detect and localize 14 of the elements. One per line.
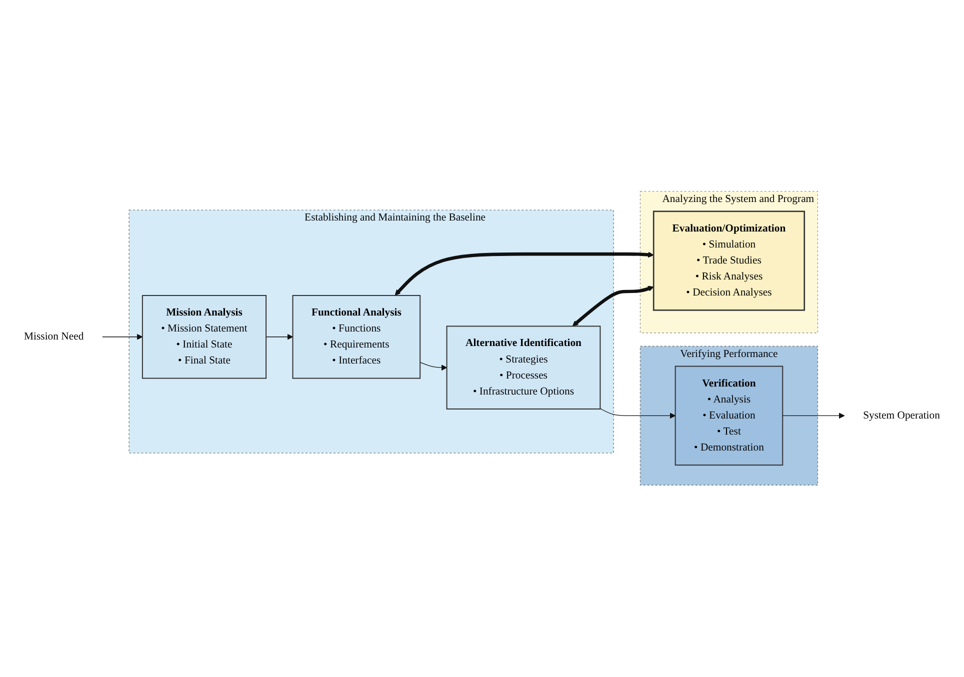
node-box: Evaluation/Optimization • Simulation • Trade Studies • Risk Analyses • Decision Analyses: [652, 210, 806, 312]
arrow: [394, 252, 654, 296]
node-text: Mission Need: [24, 331, 84, 342]
arrow: [102, 334, 143, 340]
node-box: Functional Analysis • Functions • Requirements • Interfaces: [292, 295, 421, 380]
arrow: [600, 408, 676, 419]
node-box: Mission Analysis • Mission Statement • Initial State • Final State: [142, 295, 267, 380]
arrow: [420, 362, 448, 371]
arrow: [572, 286, 654, 327]
node-box: Verification • Analysis • Evaluation • Test • Demonstration: [674, 366, 784, 466]
arrow: [782, 413, 845, 419]
arrow: [266, 334, 294, 340]
node-text: System Operation: [863, 410, 940, 422]
node-box: Alternative Identification • Strategies • Processes • Infrastructure Options: [446, 326, 601, 410]
